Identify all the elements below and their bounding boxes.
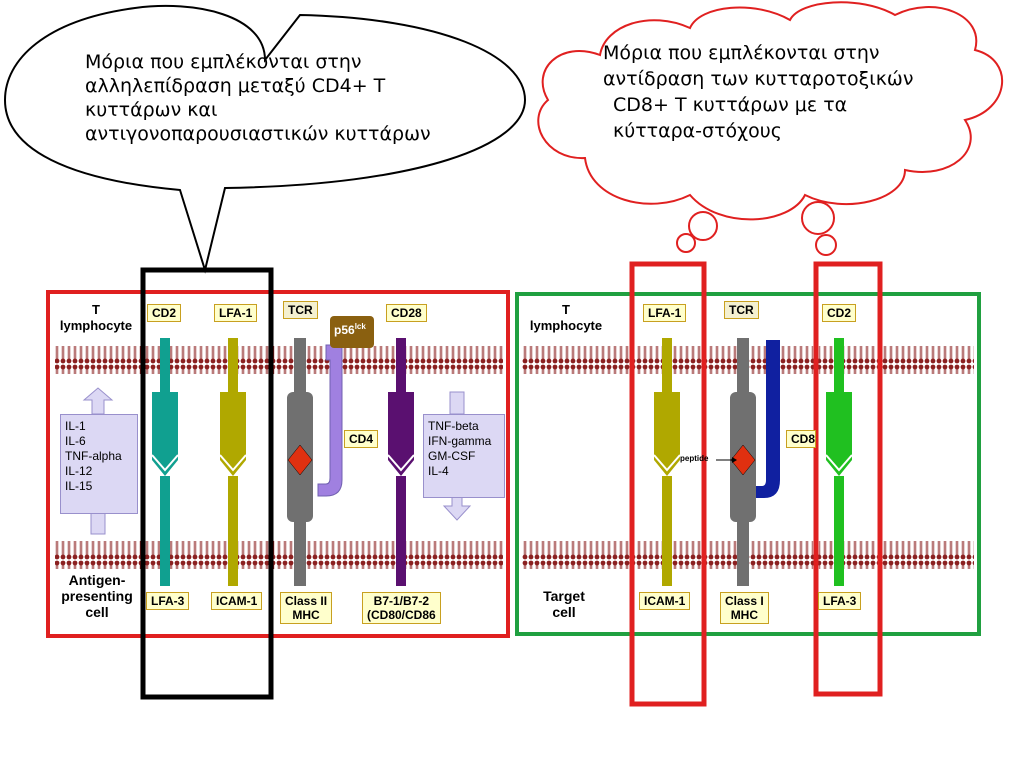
icam1-label: ICAM-1 xyxy=(211,592,263,610)
cytokine: GM-CSF xyxy=(428,449,476,463)
left-t-lymphocyte-label: T lymphocyte xyxy=(59,302,133,333)
tcr-label: TCR xyxy=(283,301,318,319)
cytokines-left-box: IL-1 IL-6 TNF-alpha IL-12 IL-15 xyxy=(60,414,138,514)
apc-label: Antigen- presenting cell xyxy=(61,572,133,620)
thought-line: αντίδραση των κυτταροτοξικών xyxy=(603,68,914,90)
cytokine: IL-1 xyxy=(65,419,86,433)
cytokine: IL-12 xyxy=(65,464,93,478)
right-tcr-label: TCR xyxy=(724,301,759,319)
target-cell-label: Target cell xyxy=(543,588,585,620)
cd8-molecule xyxy=(756,340,780,498)
cd8-lfa1-highlight xyxy=(629,261,707,707)
thought-line: CD8+ T κυττάρων με τα xyxy=(613,94,848,116)
thought-cloud xyxy=(537,1,1003,256)
thought-line: κύτταρα-στόχους xyxy=(613,120,782,142)
lfa1-label: LFA-1 xyxy=(214,304,258,322)
cd4-molecule xyxy=(317,344,343,497)
speech-line: αλληλεπίδραση μεταξύ CD4+ T xyxy=(85,75,386,97)
right-lfa3-label: LFA-3 xyxy=(818,592,862,610)
right-cd2-lfa3-molecule xyxy=(825,338,853,586)
speech-bubble-text: Μόρια που εμπλέκονται στην αλληλεπίδραση… xyxy=(85,50,431,146)
speech-line: αντιγονοπαρουσιαστικών κυττάρων xyxy=(85,123,431,145)
lfa1-icam1-molecule xyxy=(219,338,247,586)
speech-line: κυττάρων και xyxy=(85,99,218,121)
cd28-label: CD28 xyxy=(386,304,427,322)
speech-line: Μόρια που εμπλέκονται στην xyxy=(85,51,362,73)
cytokine: TNF-alpha xyxy=(65,449,122,463)
cd4-interaction-highlight xyxy=(140,267,274,700)
cd28-b7-molecule xyxy=(387,338,415,586)
cytokine: IFN-gamma xyxy=(428,434,492,448)
right-t-lymphocyte-label: T lymphocyte xyxy=(529,302,603,333)
right-lfa1-label: LFA-1 xyxy=(643,304,687,322)
thought-line: Μόρια που εμπλέκονται στην xyxy=(603,42,880,64)
right-icam1-label: ICAM-1 xyxy=(639,592,691,610)
thought-cloud-text: Μόρια που εμπλέκονται στην αντίδραση των… xyxy=(603,40,913,144)
cytokine: TNF-beta xyxy=(428,419,479,433)
cd2-lfa3-molecule xyxy=(151,338,179,586)
cytokine: IL-15 xyxy=(65,479,93,493)
left-bottom-membrane xyxy=(55,541,503,569)
right-panel xyxy=(515,292,981,636)
peptide-label: peptide xyxy=(680,454,709,463)
left-panel xyxy=(46,290,510,638)
left-top-membrane xyxy=(55,346,503,374)
up-arrow xyxy=(82,387,114,535)
cytokines-right-box: TNF-beta IFN-gamma GM-CSF IL-4 xyxy=(423,414,505,498)
cd8-label: CD8 xyxy=(786,430,817,448)
cytokine: IL-6 xyxy=(65,434,86,448)
class2-mhc-label: Class II MHC xyxy=(280,592,333,624)
cd2-label: CD2 xyxy=(147,304,182,322)
cd8-cd2-highlight xyxy=(813,261,883,697)
speech-bubble xyxy=(3,5,527,274)
cd4-label: CD4 xyxy=(344,430,379,448)
tcr-class2-molecule xyxy=(287,338,313,586)
right-tcr-class1-molecule xyxy=(730,338,756,586)
b7-label: B7-1/B7-2 (CD80/CD86 xyxy=(362,592,441,624)
lfa3-label: LFA-3 xyxy=(146,592,190,610)
p56lck-box xyxy=(330,316,374,348)
right-cd2-label: CD2 xyxy=(822,304,857,322)
class1-mhc-label: Class I MHC xyxy=(720,592,769,624)
right-lfa1-icam1-molecule xyxy=(653,338,681,586)
p56lck-label: p56lck xyxy=(334,322,366,337)
cytokine: IL-4 xyxy=(428,464,449,478)
